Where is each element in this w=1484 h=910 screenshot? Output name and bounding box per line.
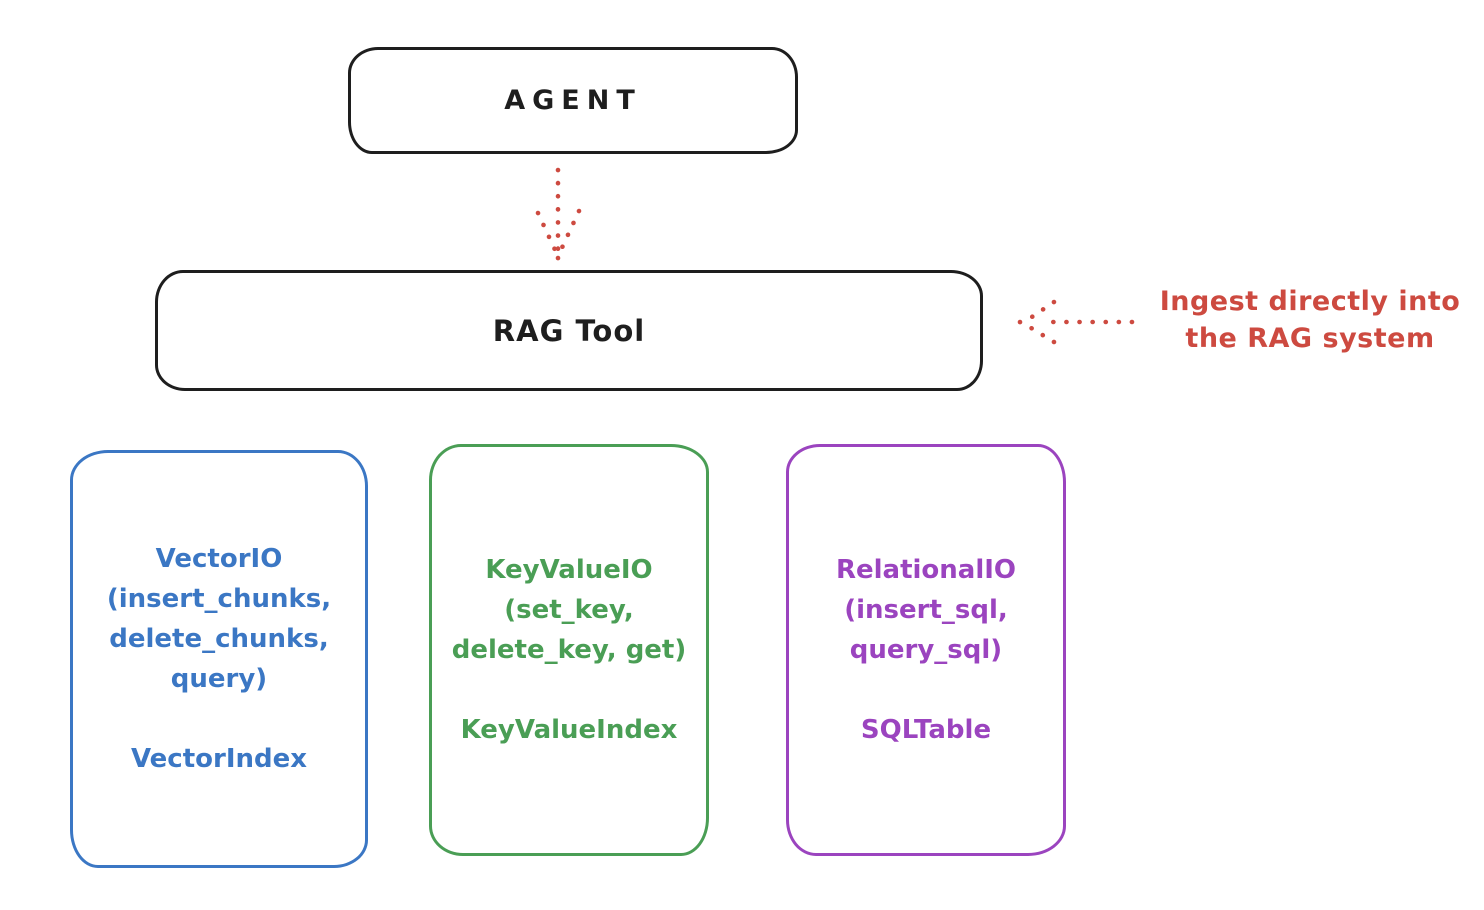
agent-label: AGENT: [504, 85, 642, 116]
relational-io-title: RelationalIO (insert_sql, query_sql): [835, 555, 1017, 665]
ingest-annotation-line2: the RAG system: [1185, 323, 1435, 354]
vector-index-label: VectorIndex: [130, 744, 308, 774]
vector-io-box: VectorIO (insert_chunks, delete_chunks, …: [70, 450, 368, 868]
keyvalue-io-title: KeyValueIO (set_key, delete_key, get): [451, 555, 687, 665]
rag-tool-label: RAG Tool: [492, 313, 646, 348]
vector-io-title: VectorIO (insert_chunks, delete_chunks, …: [106, 544, 332, 694]
rag-tool-box: RAG Tool: [155, 270, 983, 391]
ingest-annotation-text: Ingest directly into the RAG system: [1135, 283, 1484, 357]
keyvalue-io-box: KeyValueIO (set_key, delete_key, get) Ke…: [429, 444, 709, 856]
sql-table-label: SQLTable: [860, 715, 992, 745]
agent-box: AGENT: [348, 47, 798, 154]
keyvalue-index-label: KeyValueIndex: [460, 715, 678, 745]
ingest-annotation-line1: Ingest directly into: [1159, 286, 1461, 317]
agent-to-rag-arrow: [535, 167, 582, 261]
ingest-annotation-arrow: [1017, 299, 1135, 345]
relational-io-box: RelationalIO (insert_sql, query_sql) SQL…: [786, 444, 1066, 856]
